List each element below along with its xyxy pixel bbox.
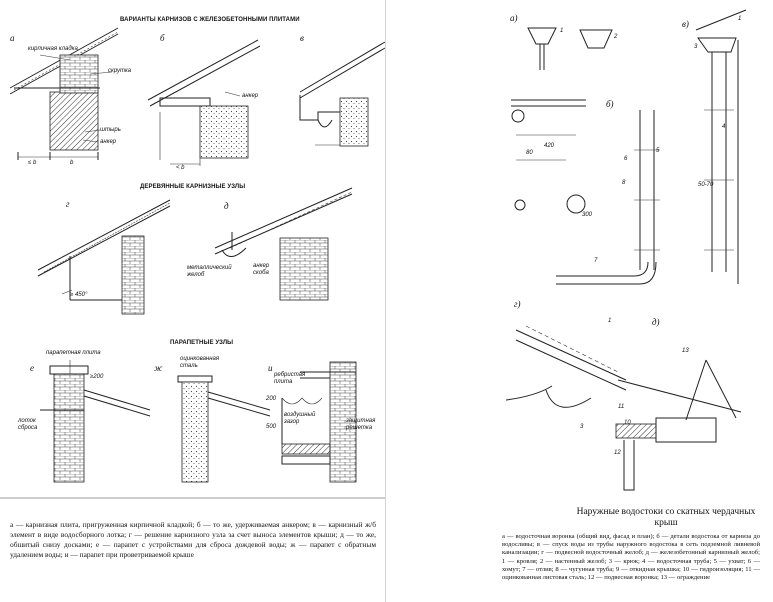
figure-d xyxy=(214,187,353,301)
figure-pipe-b xyxy=(556,110,660,285)
figure-drain-v xyxy=(695,9,747,284)
label-rebr-plita: ребристая плита xyxy=(274,372,306,385)
left-page-drawings xyxy=(0,27,386,499)
label-dim-200b: 200 xyxy=(266,396,277,402)
right-page: а) б) в) г) д) 1 2 1 3 4 5 6 7 8 1 3 11 … xyxy=(386,0,773,602)
fig-letter-e: е xyxy=(30,363,34,373)
section-title-wooden: ДЕРЕВЯННЫЕ КАРНИЗНЫЕ УЗЛЫ xyxy=(140,184,246,190)
label-anker-b: анкер xyxy=(242,93,259,99)
label-skrutka: скрутка xyxy=(108,68,132,74)
label-vozd-zazor: воздушный зазор xyxy=(284,412,316,425)
section-title-reinforced-concrete: ВАРИАНТЫ КАРНИЗОВ С ЖЕЛЕЗОБЕТОННЫМИ ПЛИТ… xyxy=(120,17,300,23)
num-4v: 4 xyxy=(722,124,726,130)
fig-letter-v-right: в) xyxy=(682,19,689,29)
num-13d: 13 xyxy=(682,348,689,354)
figure-a xyxy=(9,27,119,160)
fig-letter-g: г xyxy=(66,199,70,209)
figure-gutter-g xyxy=(505,325,627,408)
label-dim-200: ≥200 xyxy=(90,374,104,380)
fig-letter-v: в xyxy=(300,33,304,43)
num-8b: 8 xyxy=(622,180,626,186)
num-3g: 3 xyxy=(580,424,584,430)
fig-letter-g-right: г) xyxy=(514,299,521,309)
dim-50-70: 50-70 xyxy=(698,182,714,188)
num-2a: 2 xyxy=(614,34,618,40)
num-10d: 10 xyxy=(624,420,631,426)
num-1a: 1 xyxy=(560,28,564,34)
label-anker-skoba: анкер скоба xyxy=(253,263,270,276)
num-12d: 12 xyxy=(614,450,621,456)
fig-letter-d: д xyxy=(224,201,229,211)
label-lotok-sbrosa: лоток сброса xyxy=(18,418,38,431)
figure-v xyxy=(299,41,386,147)
label-metal-zhelob: металлический желоб xyxy=(187,265,232,278)
right-caption: а — водосточная воронка (общий вид, фаса… xyxy=(502,533,760,582)
figure-gutter-d xyxy=(615,359,742,491)
label-dim-500: 500 xyxy=(266,424,277,430)
num-1v: 1 xyxy=(738,16,742,22)
fig-letter-b-right: б) xyxy=(606,99,614,109)
fig-letter-zh: ж xyxy=(154,363,163,373)
num-3v: 3 xyxy=(694,44,698,50)
label-zasch-reshetka: защитная решетка xyxy=(346,418,376,431)
label-dim-b: b xyxy=(70,160,74,166)
dim-80: 80 xyxy=(526,150,533,156)
fig-letter-d-right: д) xyxy=(652,317,660,327)
fig-letter-i: и xyxy=(268,363,273,373)
figure-funnel-a xyxy=(511,27,613,214)
num-6b: 6 xyxy=(624,156,628,162)
figure-zh xyxy=(177,375,271,483)
left-page: ВАРИАНТЫ КАРНИЗОВ С ЖЕЛЕЗОБЕТОННЫМИ ПЛИТ… xyxy=(0,0,386,602)
dim-420: 420 xyxy=(544,143,555,149)
label-shtyr: штырь xyxy=(100,127,121,133)
label-dim-le-b: ≤ b xyxy=(28,160,37,166)
dim-300: 300 xyxy=(582,212,593,218)
num-11d: 11 xyxy=(618,404,625,410)
fig-letter-b: б xyxy=(160,33,165,43)
num-5b: 5 xyxy=(656,148,660,154)
label-ocink-stal: оцинкованная сталь xyxy=(180,356,220,369)
section-title-parapet: ПАРАПЕТНЫЕ УЗЛЫ xyxy=(170,340,234,346)
right-heading: Наружные водостоки со скатных чердачных … xyxy=(576,507,756,528)
label-kirpichnaya-kladka: кирпичная кладка xyxy=(28,46,78,52)
label-dim-lt-b: < b xyxy=(176,165,185,171)
left-caption: а — карнизная плита, пригруженная кирпич… xyxy=(10,520,376,559)
label-anker-a: анкер xyxy=(100,139,117,145)
right-page-drawings xyxy=(505,9,747,491)
label-parapet-plita: парапетная плита xyxy=(46,350,101,356)
figure-i xyxy=(281,361,357,483)
num-7b: 7 xyxy=(594,258,598,264)
figure-e xyxy=(40,360,151,483)
fig-letter-a-right: а) xyxy=(510,13,518,23)
figure-g xyxy=(37,199,171,315)
num-1g: 1 xyxy=(608,318,612,324)
label-angle-450: ≥ 450° xyxy=(70,292,88,298)
figure-b xyxy=(147,39,261,166)
fig-letter-a: а xyxy=(10,33,15,43)
